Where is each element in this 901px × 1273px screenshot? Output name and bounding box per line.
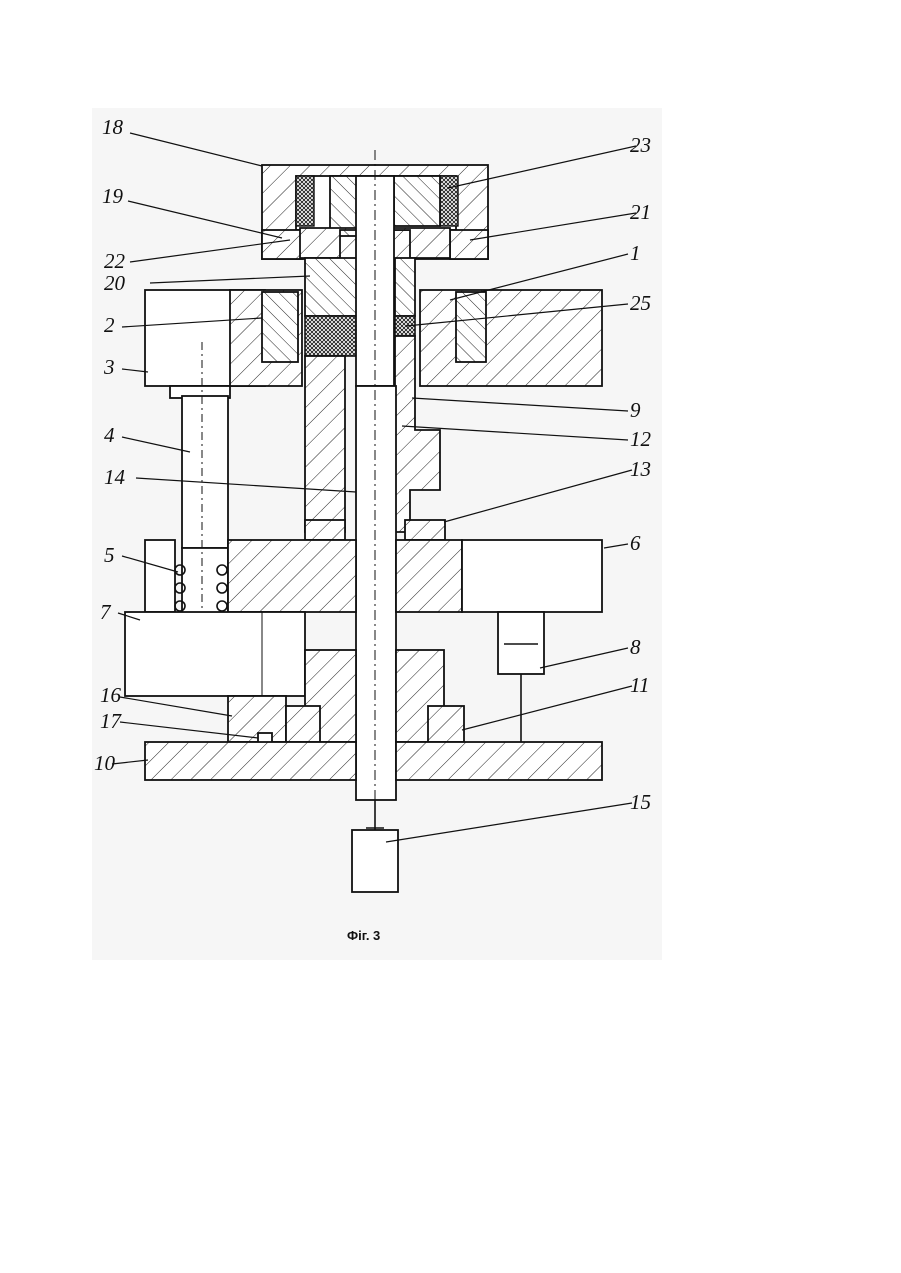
part-7-lever	[125, 612, 305, 696]
label-15: 15	[630, 790, 651, 814]
label-25: 25	[630, 291, 651, 315]
label-18: 18	[102, 115, 124, 139]
part-14-central-rod	[356, 150, 396, 880]
label-9: 9	[630, 398, 641, 422]
figure-caption: Фіг. 3	[347, 928, 380, 943]
label-19: 19	[102, 184, 124, 208]
label-10: 10	[94, 751, 116, 775]
label-11: 11	[630, 673, 649, 697]
label-23: 23	[630, 133, 651, 157]
label-13: 13	[630, 457, 651, 481]
label-16: 16	[100, 683, 122, 707]
label-4: 4	[104, 423, 115, 447]
label-6: 6	[630, 531, 641, 555]
label-7: 7	[100, 600, 112, 624]
label-1: 1	[630, 241, 641, 265]
part-15-weight	[352, 800, 398, 892]
label-2: 2	[104, 313, 115, 337]
label-3: 3	[103, 355, 115, 379]
label-20: 20	[104, 271, 126, 295]
label-5: 5	[104, 543, 115, 567]
label-12: 12	[630, 427, 652, 451]
label-8: 8	[630, 635, 641, 659]
label-22: 22	[104, 249, 126, 273]
label-21: 21	[630, 200, 651, 224]
label-17: 17	[100, 709, 123, 733]
label-14: 14	[104, 465, 126, 489]
part-8-cylinder	[498, 612, 544, 742]
